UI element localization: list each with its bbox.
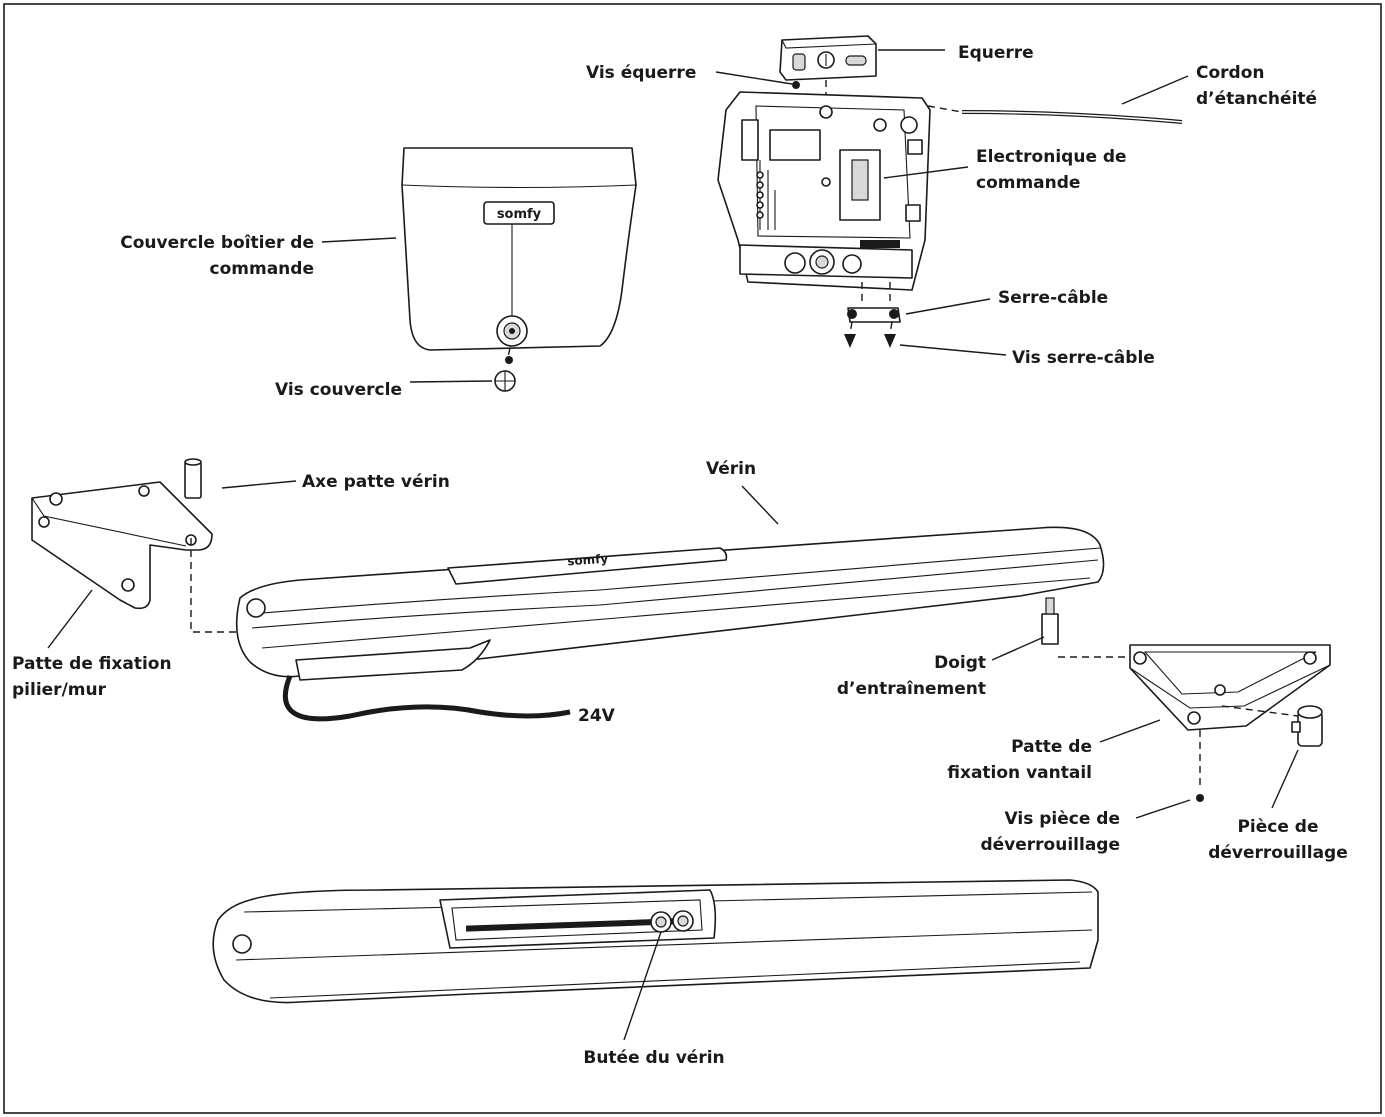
label-couvercle: Couvercle boîtier de	[120, 233, 314, 253]
control-box-cover: somfy	[401, 147, 637, 351]
somfy-logo-text: somfy	[497, 207, 542, 222]
label-vis-equerre: Vis équerre	[586, 63, 696, 83]
actuator-verin: somfy	[235, 526, 1105, 681]
actuator-stop	[650, 910, 694, 933]
label-electronique-line2: commande	[976, 173, 1080, 193]
label-24v: 24V	[578, 706, 616, 726]
label-electronique: Electronique de	[976, 147, 1127, 167]
actuator-logo: somfy	[567, 552, 609, 569]
label-doigt: Doigt	[934, 653, 986, 673]
label-axe-patte: Axe patte vérin	[302, 472, 450, 492]
label-patte-vantail-line2: fixation vantail	[947, 763, 1092, 783]
actuator-bottom-view	[212, 879, 1099, 1004]
cable-clamp	[847, 282, 901, 323]
label-patte-vantail: Patte de	[1011, 737, 1092, 757]
label-vis-piece-line2: déverrouillage	[980, 835, 1120, 855]
label-piece: Pièce de	[1237, 817, 1318, 837]
label-equerre: Equerre	[958, 43, 1034, 63]
somfy-logo-badge	[483, 201, 555, 225]
label-vis-piece: Vis pièce de	[1005, 809, 1120, 829]
drive-finger	[1041, 597, 1059, 645]
cover-screw	[494, 347, 516, 392]
label-vis-couvercle: Vis couvercle	[275, 380, 402, 400]
unlock-part	[1291, 705, 1323, 747]
leaf-bracket	[1129, 644, 1331, 731]
bracket-screw	[792, 81, 800, 89]
bracket-axis-pin	[184, 458, 202, 499]
cable-clamp-screws	[844, 321, 896, 348]
power-cable-24v	[282, 675, 571, 722]
label-cordon: Cordon	[1196, 63, 1265, 83]
label-couvercle-line2: commande	[210, 259, 314, 279]
pillar-wall-bracket	[31, 481, 213, 610]
bracket-equerre	[779, 35, 877, 81]
label-vis-serre-cable: Vis serre-câble	[1012, 348, 1155, 368]
label-serre-cable: Serre-câble	[998, 288, 1108, 308]
label-piece-line2: déverrouillage	[1208, 843, 1348, 863]
label-butee: Butée du vérin	[583, 1048, 724, 1068]
label-patte-pilier-line2: pilier/mur	[12, 680, 107, 700]
label-verin: Vérin	[706, 459, 756, 479]
label-cordon-line2: d’étanchéité	[1196, 89, 1317, 109]
label-doigt-line2: d’entraînement	[837, 679, 986, 699]
unlock-part-screw	[1196, 730, 1204, 802]
electronics-housing	[717, 91, 931, 291]
label-patte-pilier: Patte de fixation	[12, 654, 172, 674]
